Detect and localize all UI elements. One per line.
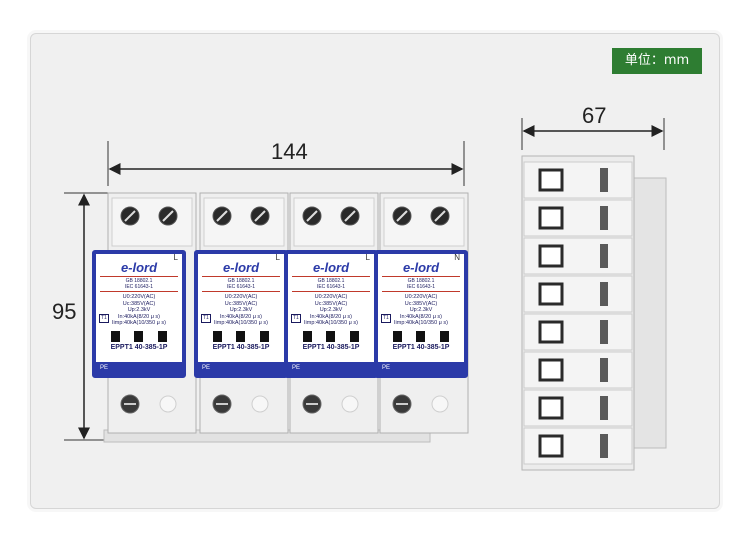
phase-mark: N xyxy=(454,253,460,262)
side-terminal-slot xyxy=(538,282,564,306)
standard-line: GB 18802.1 xyxy=(125,278,153,284)
type-mark: T1 xyxy=(381,313,391,323)
width-dimension-line xyxy=(107,141,465,186)
side-clip xyxy=(600,434,608,458)
height-dimension-label: 95 xyxy=(52,299,77,324)
spec-line: U0:220V(AC) xyxy=(314,294,348,300)
spec-line: U0:220V(AC) xyxy=(122,294,156,300)
pe-strip: PE xyxy=(96,362,182,374)
model-number: EPPT1 40-385-1P xyxy=(392,343,450,351)
phase-mark: L xyxy=(173,253,178,262)
spec-line: Uc:385V(AC) xyxy=(314,300,348,307)
indicator-windows xyxy=(104,330,174,342)
model-number: EPPT1 40-385-1P xyxy=(302,343,360,351)
side-clip xyxy=(600,206,608,230)
side-terminal-slot xyxy=(538,396,564,420)
indicator-windows xyxy=(296,330,366,342)
phase-mark: L xyxy=(365,253,370,262)
spec-line: T1 In:40kA(8/20 μ s) xyxy=(201,313,262,323)
spec-line: Up:2.3kV xyxy=(409,307,433,313)
terminal-hole-icon xyxy=(251,395,269,413)
side-clip xyxy=(600,168,608,192)
module-label: L e-lord GB 18802.1 IEC 61643-1 U0:220V(… xyxy=(284,250,378,378)
spec-line: Up:2.3kV xyxy=(319,307,343,313)
pe-strip: PE xyxy=(378,362,464,374)
type-mark: T1 xyxy=(291,313,301,323)
standard-line: GB 18802.1 xyxy=(227,278,255,284)
side-view xyxy=(521,155,667,471)
spec-line: T1 In:40kA(8/20 μ s) xyxy=(99,313,160,323)
side-terminal-slot xyxy=(538,244,564,268)
brand-logo: e-lord xyxy=(120,260,158,275)
unit-badge: 单位：mm xyxy=(612,48,702,74)
spec-line: U0:220V(AC) xyxy=(224,294,258,300)
model-number: EPPT1 40-385-1P xyxy=(110,343,168,351)
spec-line: Uc:385V(AC) xyxy=(224,300,258,307)
standard-line: IEC 61643-1 xyxy=(406,284,436,290)
model-number: EPPT1 40-385-1P xyxy=(212,343,270,351)
pe-strip: PE xyxy=(198,362,284,374)
type-mark: T1 xyxy=(201,313,211,323)
spec-line: Up:2.3kV xyxy=(127,307,151,313)
spec-line: T1 In:40kA(8/20 μ s) xyxy=(291,313,352,323)
standard-line: IEC 61643-1 xyxy=(226,284,256,290)
side-clip xyxy=(600,244,608,268)
side-terminal-slot xyxy=(538,168,564,192)
module-label: L e-lord GB 18802.1 IEC 61643-1 U0:220V(… xyxy=(194,250,288,378)
terminal-hole-icon xyxy=(341,395,359,413)
spec-line: Iimp:40kA(10/350 μ s) xyxy=(394,320,448,326)
spec-line: Iimp:40kA(10/350 μ s) xyxy=(112,320,166,326)
module-label: L e-lord GB 18802.1 IEC 61643-1 U0:220V(… xyxy=(92,250,186,378)
pe-strip: PE xyxy=(288,362,374,374)
standard-line: GB 18802.1 xyxy=(317,278,345,284)
spec-line: U0:220V(AC) xyxy=(404,294,438,300)
standard-line: IEC 61643-1 xyxy=(124,284,154,290)
side-clip xyxy=(600,320,608,344)
side-terminal-slot xyxy=(538,320,564,344)
brand-logo: e-lord xyxy=(312,260,350,275)
indicator-windows xyxy=(386,330,456,342)
spec-line: Iimp:40kA(10/350 μ s) xyxy=(214,320,268,326)
depth-dimension-label: 67 xyxy=(582,103,607,128)
type-mark: T1 xyxy=(99,313,109,323)
side-clip xyxy=(600,396,608,420)
terminal-hole-icon xyxy=(159,395,177,413)
side-terminal-slot xyxy=(538,434,564,458)
module-label: N e-lord GB 18802.1 IEC 61643-1 U0:220V(… xyxy=(374,250,468,378)
width-dimension-label: 144 xyxy=(271,139,308,164)
terminal-hole-icon xyxy=(431,395,449,413)
spec-line: Uc:385V(AC) xyxy=(122,300,156,307)
phase-mark: L xyxy=(275,253,280,262)
spec-line: Up:2.3kV xyxy=(229,307,253,313)
indicator-windows xyxy=(206,330,276,342)
spec-line: T1 In:40kA(8/20 μ s) xyxy=(381,313,442,323)
spec-line: Uc:385V(AC) xyxy=(404,300,438,307)
depth-dimension-line xyxy=(521,118,665,150)
brand-logo: e-lord xyxy=(402,260,440,275)
brand-logo: e-lord xyxy=(222,260,260,275)
side-terminal-slot xyxy=(538,206,564,230)
spec-line: Iimp:40kA(10/350 μ s) xyxy=(304,320,358,326)
side-clip xyxy=(600,282,608,306)
side-terminal-slot xyxy=(538,358,564,382)
side-clip xyxy=(600,358,608,382)
standard-line: IEC 61643-1 xyxy=(316,284,346,290)
standard-line: GB 18802.1 xyxy=(407,278,435,284)
